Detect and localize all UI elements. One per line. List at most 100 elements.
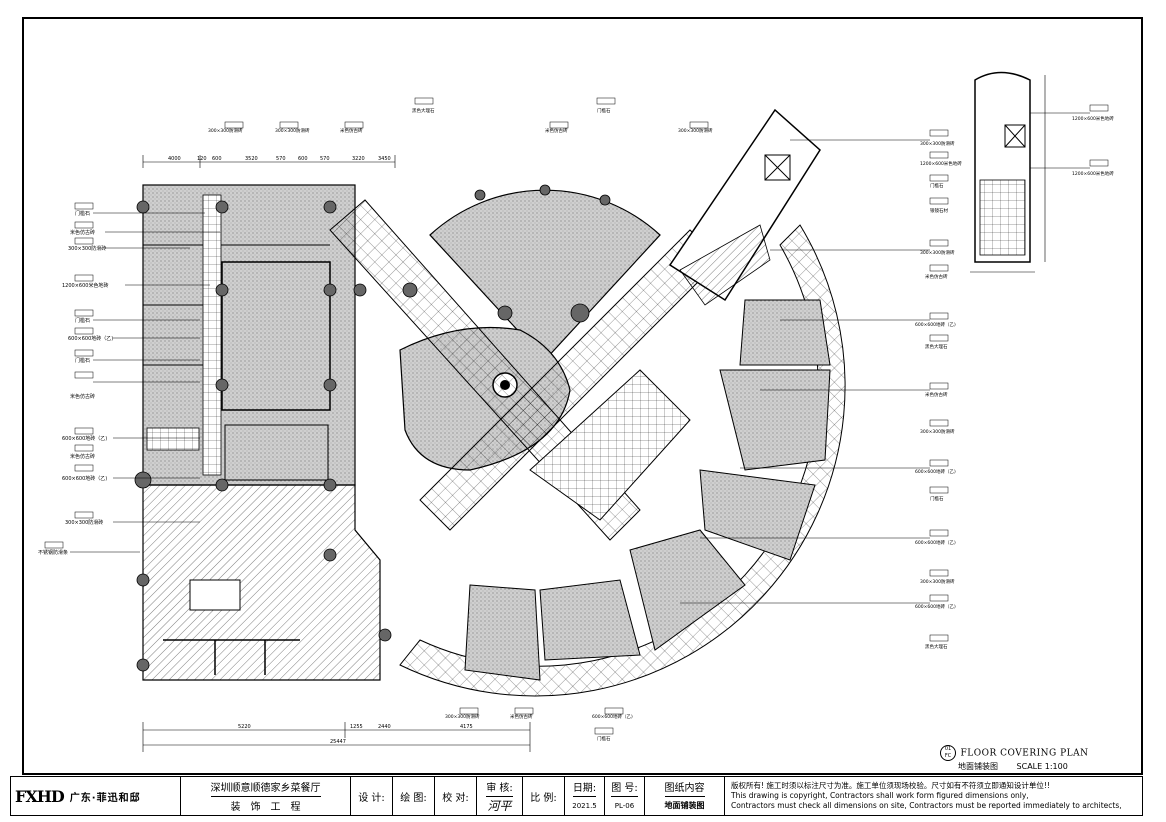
left-callout-10: 600×600地砖（乙): [62, 464, 200, 482]
right-callout-0: 300×300防滑砖: [790, 129, 955, 147]
left-callout-1: 米色仿古砖: [70, 221, 220, 236]
svg-text:600×600地砖（乙): 600×600地砖（乙): [915, 321, 956, 328]
svg-text:米色仿古砖: 米色仿古砖: [70, 453, 95, 460]
svg-text:黑色大理石: 黑色大理石: [925, 343, 948, 350]
right-callouts: 300×300防滑砖 1200×600米色地砖 门槛石 银镜石材 300×300…: [680, 129, 962, 650]
right-callout-14: 600×600地砖（乙): [680, 594, 956, 610]
dim-top-6: 570: [320, 156, 330, 162]
svg-text:600×600地砖（乙): 600×600地砖（乙): [592, 713, 633, 720]
svg-text:300×300防滑砖: 300×300防滑砖: [65, 519, 103, 526]
dim-bottom-d: 4175: [460, 724, 473, 730]
right-callout-8: 米色仿古砖: [760, 382, 949, 398]
svg-text:米色仿古砖: 米色仿古砖: [340, 127, 363, 134]
dim-bottom-total: 25447: [330, 739, 346, 745]
project-name: 深圳顺意顺德家乡菜餐厅: [210, 777, 321, 797]
svg-text:米色仿古砖: 米色仿古砖: [70, 393, 95, 400]
drawing-frame: [22, 17, 1143, 775]
plan-title-sub: 地面铺装图: [958, 762, 998, 771]
top-callout-4: 米色仿古砖: [545, 121, 569, 134]
svg-text:300×300防滑砖: 300×300防滑砖: [275, 127, 310, 134]
plan-title-main: FLOOR COVERING PLAN: [960, 748, 1089, 759]
svg-text:门槛石: 门槛石: [930, 495, 944, 502]
dim-top-1: 120: [197, 156, 207, 162]
svg-text:米色仿古砖: 米色仿古砖: [925, 273, 948, 280]
svg-text:600×600地砖（乙): 600×600地砖（乙): [62, 435, 107, 442]
left-callout-5: 600×600地砖（乙): [68, 327, 200, 342]
svg-text:门槛石: 门槛石: [597, 107, 611, 114]
bottom-callouts: 300×300防滑砖 米色仿古砖 600×600地砖（乙) 门槛石: [445, 707, 633, 742]
top-callout-0: 300×300防滑砖: [208, 121, 244, 134]
left-callout-3: 1200×600米色地砖: [62, 274, 210, 289]
top-dimension-labels: 4000 120 600 3520 570 600 570 3220 3450: [168, 156, 391, 162]
svg-text:门槛石: 门槛石: [930, 182, 944, 189]
lower-left-hatched-area: [142, 484, 381, 681]
checked-field: 校 对:: [435, 777, 477, 815]
right-callout-2: 门槛石: [929, 174, 949, 189]
project-info: 深圳顺意顺德家乡菜餐厅 装 饰 工 程: [181, 777, 351, 815]
right-callout-1: 1200×600米色地砖: [920, 151, 962, 167]
bottom-callout-0: 300×300防滑砖: [445, 707, 480, 720]
bottom-dimensions: [142, 722, 531, 752]
svg-text:300×300防滑砖: 300×300防滑砖: [920, 578, 955, 585]
svg-text:300×300防滑砖: 300×300防滑砖: [208, 127, 243, 134]
top-callout-3: 黑色大理石: [412, 97, 435, 114]
top-callout-2: 米色仿古砖: [340, 121, 364, 134]
svg-text:米色仿古砖: 米色仿古砖: [925, 391, 948, 398]
bottom-callout-2: 600×600地砖（乙): [592, 707, 633, 720]
bottom-callout-3: 门槛石: [594, 727, 614, 742]
svg-text:门槛石: 门槛石: [597, 735, 611, 742]
left-callouts: 门槛石 米色仿古砖 300×300防滑砖 1200×600米色地砖 门槛石 60…: [38, 202, 220, 556]
design-field: 设 计:: [351, 777, 393, 815]
left-callout-12: 不锈钢防滑条: [38, 541, 140, 556]
svg-text:300×300防滑砖: 300×300防滑砖: [445, 713, 480, 720]
date-field: 日期: 2021.5: [565, 777, 605, 815]
right-callout-4: 300×300防滑砖: [770, 239, 955, 256]
right-callout-6: 600×600地砖（乙): [780, 312, 956, 328]
svg-text:600×600地砖（乙): 600×600地砖（乙): [915, 603, 956, 610]
left-callout-8: 600×600地砖（乙): [62, 427, 200, 442]
columns: [134, 184, 611, 672]
right-callout-12: 600×600地砖（乙): [700, 529, 956, 546]
svg-text:银镜石材: 银镜石材: [930, 207, 948, 214]
drawn-field: 绘 图:: [393, 777, 435, 815]
plan-scale: SCALE 1:100: [1016, 762, 1068, 771]
dim-top-5: 600: [298, 156, 308, 162]
svg-text:米色仿古砖: 米色仿古砖: [545, 127, 568, 134]
bottom-callout-1: 米色仿古砖: [510, 707, 534, 720]
left-callout-0: 门槛石: [74, 202, 205, 217]
bottom-dimension-labels: 5220 1255 2440 4175 25447: [238, 724, 473, 745]
stair-detail: 1200×600米色地砖 1200×600米色地砖: [970, 71, 1114, 273]
review-field: 审 核: 河平: [477, 777, 523, 815]
svg-text:黑色大理石: 黑色大理石: [925, 643, 948, 650]
svg-text:门槛石: 门槛石: [75, 357, 90, 364]
right-callout-13: 300×300防滑砖: [920, 569, 955, 585]
left-building-block: [142, 184, 356, 486]
stair-callout-1: 1200×600米色地砖: [1072, 170, 1114, 177]
title-block: FXHD 广东·菲迅和邸 深圳顺意顺德家乡菜餐厅 装 饰 工 程 设 计: 绘 …: [10, 776, 1143, 816]
svg-text:门槛石: 门槛石: [75, 317, 90, 324]
svg-text:300×300防滑砖: 300×300防滑砖: [68, 245, 106, 252]
right-callout-7: 黑色大理石: [925, 334, 949, 350]
signature: 河平: [487, 799, 512, 814]
svg-text:黑色大理石: 黑色大理石: [412, 107, 435, 114]
left-callout-4: 门槛石: [74, 309, 200, 324]
left-callout-7: 米色仿古砖: [70, 371, 200, 400]
svg-text:600×600地砖（乙): 600×600地砖（乙): [915, 468, 956, 475]
fan-ring: [399, 224, 846, 697]
left-callout-11: 300×300防滑砖: [65, 511, 200, 526]
dim-bottom-b: 1255: [350, 724, 363, 730]
svg-text:1200×600米色地砖: 1200×600米色地砖: [62, 282, 108, 289]
dim-top-0: 4000: [168, 156, 181, 162]
svg-text:600×600地砖（乙): 600×600地砖（乙): [62, 475, 107, 482]
left-callout-6: 门槛石: [74, 349, 200, 364]
company-name: 广东·菲迅和邸: [69, 792, 141, 804]
dim-top-8: 3450: [378, 156, 391, 162]
right-callout-9: 300×300防滑砖: [920, 419, 955, 435]
right-callout-5: 米色仿古砖: [925, 264, 949, 280]
content-field: 图纸内容 地面铺装图: [645, 777, 725, 815]
right-callout-15: 黑色大理石: [925, 634, 949, 650]
sheet-number-field: 图 号: PL-06: [605, 777, 645, 815]
floor-plan: 4000 120 600 3520 570 600 570 3220 3450 …: [38, 71, 1114, 752]
